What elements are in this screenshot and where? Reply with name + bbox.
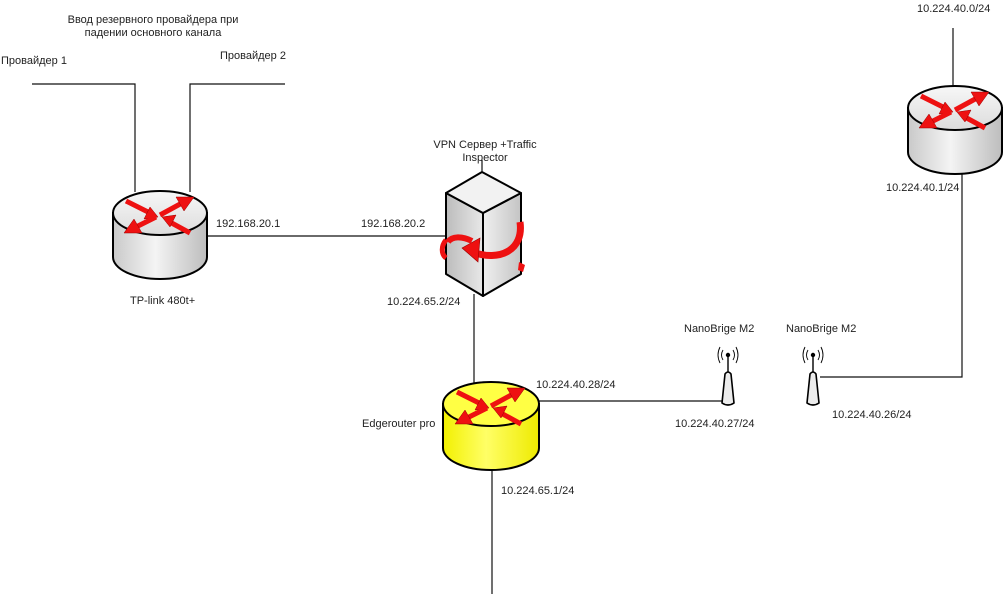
edgerouter-wireless-ip: 10.224.40.28/24 xyxy=(536,379,616,391)
tplink-router-icon[interactable] xyxy=(112,190,208,280)
connections xyxy=(32,28,963,594)
remote-router-icon[interactable] xyxy=(907,85,1003,175)
link-nano2-remote-router xyxy=(820,174,963,378)
tplink-lan-ip: 192.168.20.1 xyxy=(216,218,281,230)
edgerouter-label: Edgerouter pro xyxy=(362,418,436,430)
remote-router-ip: 10.224.40.1/24 xyxy=(886,182,960,194)
nanobridge-1-label: NanoBrige M2 xyxy=(684,323,755,335)
tplink-label: TP-link 480t+ xyxy=(130,295,196,307)
edgerouter-lan-ip: 10.224.65.1/24 xyxy=(501,485,575,497)
diagram-title-line1: Ввод резервного провайдера при xyxy=(67,14,239,26)
vpn-wan-ip: 192.168.20.2 xyxy=(361,218,426,230)
vpn-server-icon[interactable] xyxy=(439,160,525,297)
vpn-lan-ip: 10.224.65.2/24 xyxy=(387,296,461,308)
link-provider2 xyxy=(189,83,285,192)
remote-network-label: 10.224.40.0/24 xyxy=(917,3,991,15)
vpn-server-label-line1: VPN Сервер +Traffic xyxy=(433,139,537,151)
nanobridge-1-antenna-icon[interactable] xyxy=(717,346,739,406)
nanobridge-1-ip: 10.224.40.27/24 xyxy=(675,418,755,430)
edgerouter-icon[interactable] xyxy=(442,381,540,471)
provider-2-label: Провайдер 2 xyxy=(220,50,286,62)
provider-1-label: Провайдер 1 xyxy=(1,55,67,67)
diagram-title: Ввод резервного провайдера при падении о… xyxy=(58,14,248,40)
diagram-title-line2: падении основного канала xyxy=(84,27,222,39)
nanobridge-2-label: NanoBrige M2 xyxy=(786,323,857,335)
nanobridge-2-ip: 10.224.40.26/24 xyxy=(832,409,912,421)
server-rotation-arrow-icon xyxy=(439,221,525,272)
link-provider1 xyxy=(32,83,136,192)
vpn-server-label-line2: Inspector xyxy=(462,152,508,164)
vpn-server-label: VPN Сервер +Traffic Inspector xyxy=(420,139,550,165)
nanobridge-2-antenna-icon[interactable] xyxy=(802,346,824,406)
